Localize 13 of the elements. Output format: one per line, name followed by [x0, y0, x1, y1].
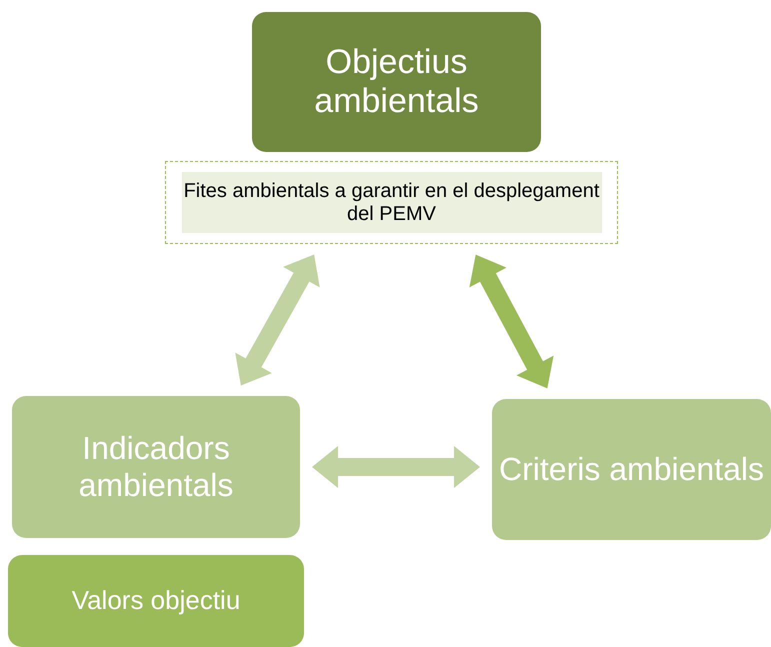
node-text: Objectius ambientals: [313, 42, 480, 122]
node-text: Fites ambientals a garantir en el desplegament del PEMV: [182, 180, 600, 226]
node-text: Criteris ambientals: [499, 451, 764, 488]
double-arrow: [469, 254, 554, 388]
node-text: Indicadors ambientals: [78, 430, 234, 504]
dashed-note-frame: [165, 161, 618, 244]
double-arrow: [235, 254, 320, 386]
double-arrow: [312, 446, 480, 488]
rounded-box: [492, 399, 771, 540]
rounded-box: [12, 396, 300, 538]
node-text: Valors objectiu: [72, 586, 240, 616]
rounded-box: [252, 12, 541, 152]
rounded-box: [8, 555, 304, 647]
